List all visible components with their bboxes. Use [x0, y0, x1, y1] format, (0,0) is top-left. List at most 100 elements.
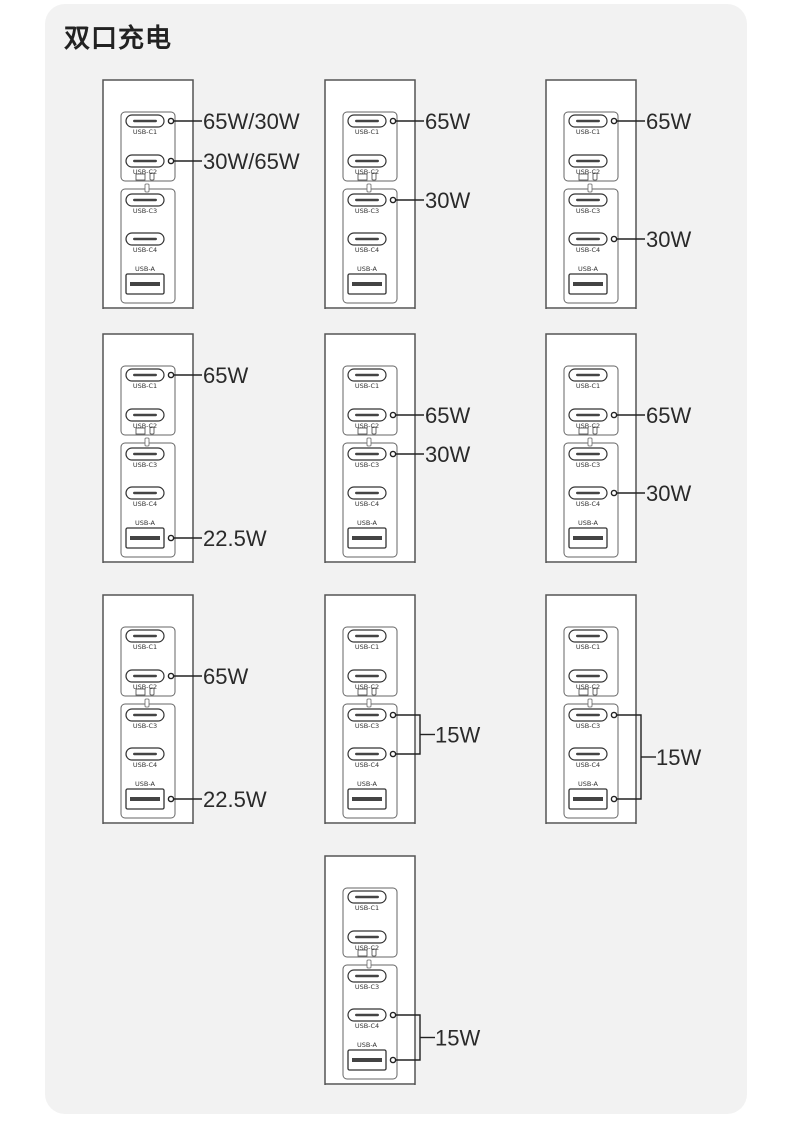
- indicator-led: [587, 183, 593, 193]
- indicator-led: [366, 698, 372, 708]
- connector-dot: [389, 1056, 397, 1064]
- laptop-icon: [578, 688, 589, 696]
- phone-icon: [149, 687, 155, 696]
- port-label: USB-C1: [355, 643, 379, 651]
- power-label: 22.5W: [203, 787, 267, 812]
- power-label: 15W: [656, 745, 701, 770]
- connector-dot: [389, 117, 397, 125]
- indicator-led: [144, 437, 150, 447]
- port-label: USB-C1: [576, 643, 600, 651]
- port-label: USB-C4: [355, 500, 379, 508]
- port-label: USB-C2: [355, 168, 379, 176]
- port-label: USB-C1: [355, 904, 379, 912]
- indicator-led: [144, 183, 150, 193]
- port-label: USB-C1: [355, 128, 379, 136]
- indicator-led: [144, 698, 150, 708]
- indicator-led: [366, 183, 372, 193]
- port-label: USB-C4: [576, 500, 600, 508]
- power-label: 30W: [646, 227, 691, 252]
- port-label: USB-C4: [133, 500, 157, 508]
- connector-dot: [610, 489, 618, 497]
- power-label: 65W: [203, 664, 248, 689]
- connector-dot: [610, 411, 618, 419]
- connector-dot: [610, 795, 618, 803]
- port-label: USB-C4: [576, 761, 600, 769]
- power-label: 65W: [425, 109, 470, 134]
- port-group-top: [120, 111, 176, 182]
- page-title: 双口充电: [64, 24, 173, 54]
- port-label: USB-A: [135, 780, 156, 788]
- laptop-icon: [135, 173, 146, 181]
- laptop-icon: [357, 949, 368, 957]
- connector-dot: [167, 534, 175, 542]
- port-label: USB-A: [578, 780, 599, 788]
- port-label: USB-C4: [355, 246, 379, 254]
- port-label: USB-A: [578, 265, 599, 273]
- port-label: USB-C2: [355, 422, 379, 430]
- phone-icon: [592, 426, 598, 435]
- power-label: 65W: [646, 403, 691, 428]
- port-label: USB-C2: [576, 168, 600, 176]
- power-label: 65W: [203, 363, 248, 388]
- port-label: USB-C4: [355, 761, 379, 769]
- port-label: USB-C2: [576, 422, 600, 430]
- port-label: USB-A: [357, 1041, 378, 1049]
- connector-dot: [167, 371, 175, 379]
- connector-dot: [389, 411, 397, 419]
- connector-dot: [389, 450, 397, 458]
- power-label: 30W: [425, 188, 470, 213]
- port-label: USB-C2: [133, 683, 157, 691]
- port-label: USB-C1: [133, 128, 157, 136]
- power-label: 65W: [425, 403, 470, 428]
- port-label: USB-C3: [576, 207, 600, 215]
- power-label: 22.5W: [203, 526, 267, 551]
- power-label: 30W: [425, 442, 470, 467]
- phone-icon: [592, 172, 598, 181]
- laptop-icon: [578, 173, 589, 181]
- power-label: 30W/65W: [203, 149, 300, 174]
- laptop-icon: [357, 688, 368, 696]
- port-label: USB-C2: [355, 683, 379, 691]
- phone-icon: [371, 426, 377, 435]
- laptop-icon: [357, 173, 368, 181]
- port-label: USB-C3: [576, 722, 600, 730]
- port-label: USB-A: [135, 519, 156, 527]
- laptop-icon: [135, 688, 146, 696]
- laptop-icon: [578, 427, 589, 435]
- phone-icon: [371, 948, 377, 957]
- port-label: USB-A: [357, 265, 378, 273]
- indicator-led: [366, 959, 372, 969]
- port-label: USB-A: [578, 519, 599, 527]
- laptop-icon: [357, 427, 368, 435]
- port-label: USB-C3: [133, 207, 157, 215]
- indicator-led: [587, 437, 593, 447]
- port-group-top: [563, 111, 619, 182]
- port-label: USB-A: [357, 519, 378, 527]
- port-label: USB-C1: [576, 382, 600, 390]
- port-group-top: [563, 626, 619, 697]
- connector-dot: [389, 750, 397, 758]
- port-label: USB-C1: [133, 382, 157, 390]
- connector-dot: [610, 235, 618, 243]
- port-label: USB-C3: [576, 461, 600, 469]
- port-label: USB-C4: [133, 761, 157, 769]
- phone-icon: [371, 172, 377, 181]
- charger-device: USB-C1USB-C2USB-C3USB-C4USB-A65W/30W30W/…: [102, 79, 300, 309]
- power-label: 65W/30W: [203, 109, 300, 134]
- phone-icon: [149, 426, 155, 435]
- port-label: USB-C1: [355, 382, 379, 390]
- port-label: USB-C4: [576, 246, 600, 254]
- power-label: 65W: [646, 109, 691, 134]
- port-label: USB-C3: [355, 983, 379, 991]
- power-label: 30W: [646, 481, 691, 506]
